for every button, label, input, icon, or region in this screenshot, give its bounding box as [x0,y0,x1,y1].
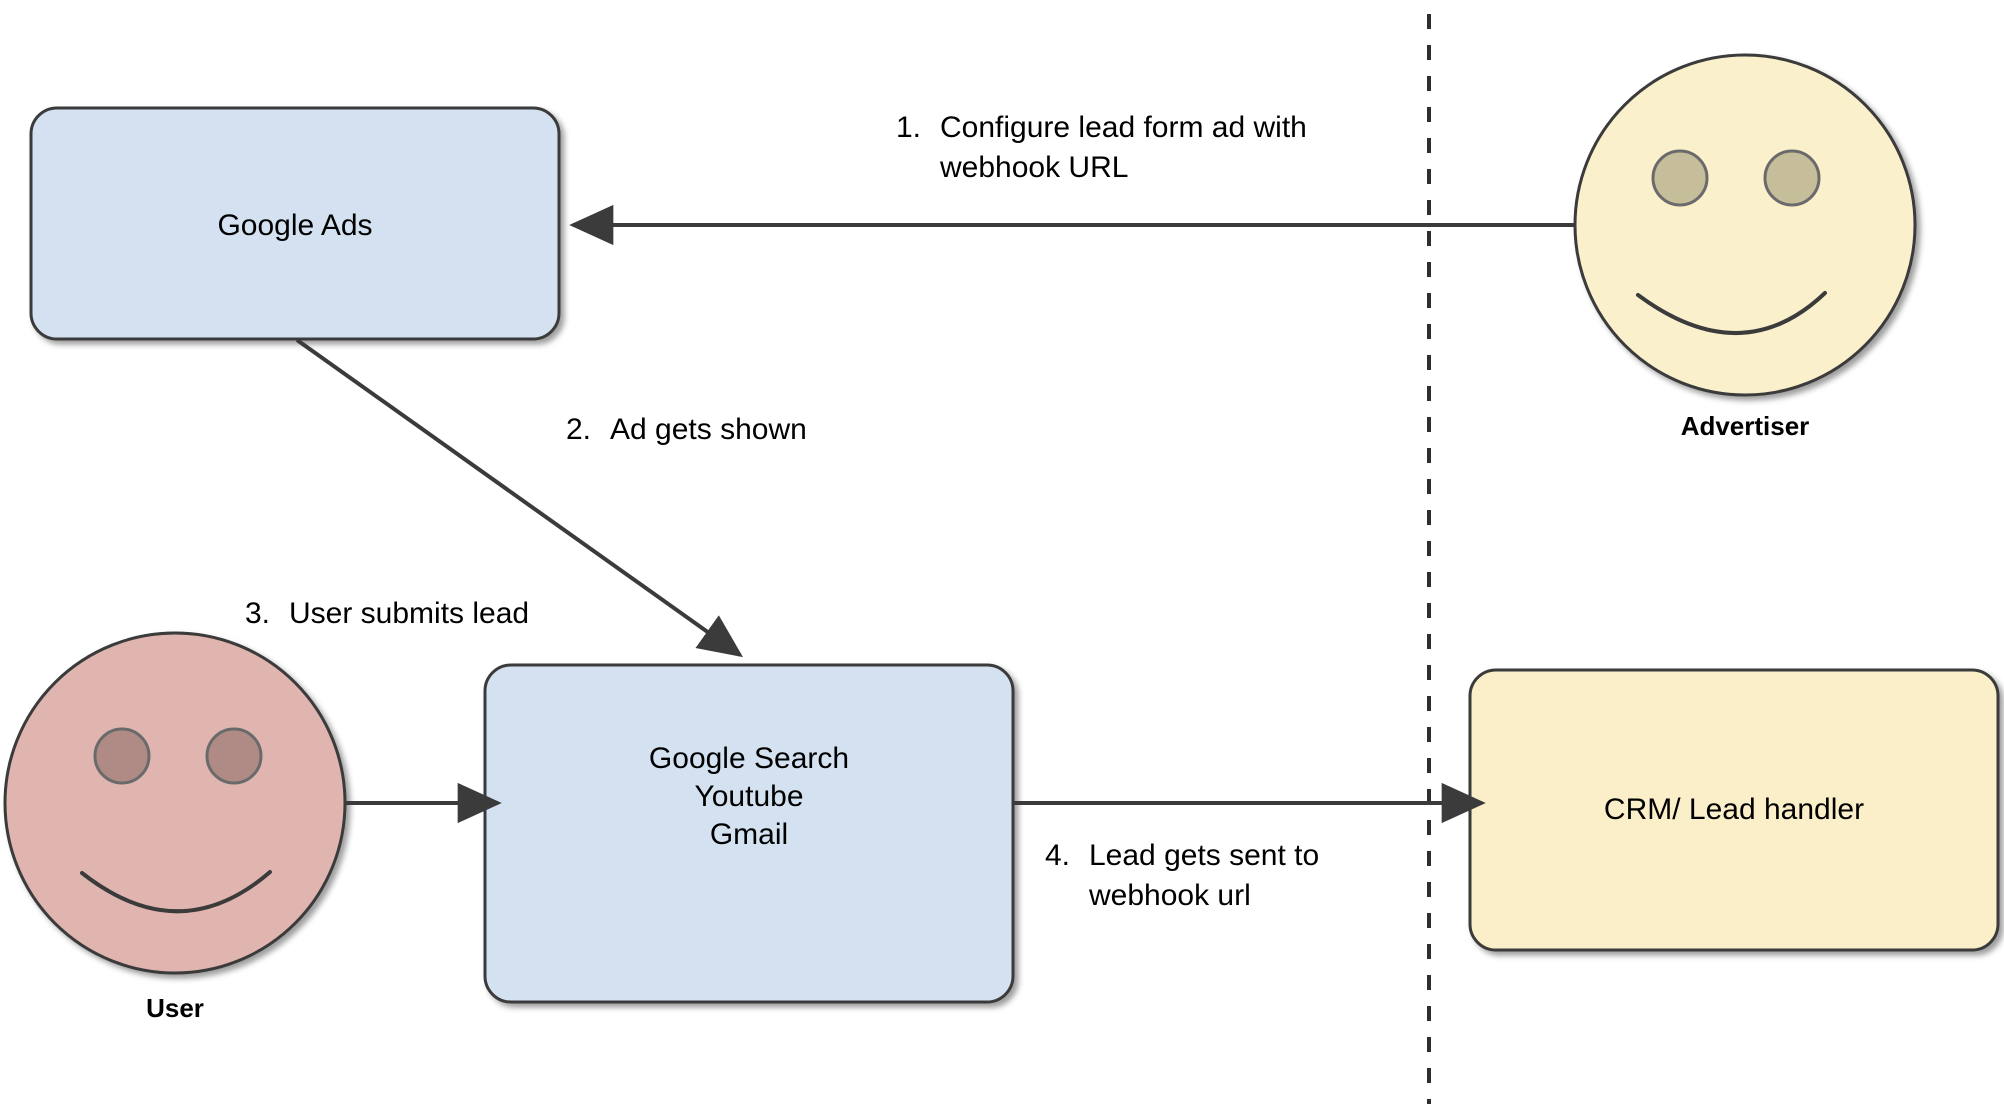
edge-3-number: 3. [245,597,271,630]
advertiser-face-icon [1573,53,1917,397]
edge-1-number: 1. [896,111,922,144]
user-face-icon [3,631,347,975]
edge-2-number: 2. [566,413,592,446]
edge-1-text-line-2: webhook URL [940,150,1129,184]
user-smile-icon [80,870,272,914]
edge-1-text-line-1: Configure lead form ad with [940,111,1307,144]
user-left-eye-icon [93,727,151,785]
node-crm[interactable] [1468,668,2000,952]
advertiser-smile-icon [1636,291,1827,335]
edge-4-text-line-1: Lead gets sent to [1089,839,1320,872]
edge-4-text-line-2: webhook url [1089,878,1251,912]
actor-advertiser[interactable] [1573,53,1917,397]
edge-2-label: 2. Ad gets shown [566,410,807,450]
advertiser-right-eye-icon [1763,149,1821,207]
node-google-properties[interactable] [483,663,1015,1004]
actor-user[interactable] [3,631,347,975]
edge-1-label: 1. Configure lead form ad with webhook UR… [896,108,1307,188]
edge-4-number: 4. [1045,839,1071,872]
edge-4-label: 4. Lead gets sent to webhook url [1045,836,1319,916]
edge-2-arrow [295,338,743,658]
edge-3-text-line-1: User submits lead [289,597,530,630]
edge-2-text-line-1: Ad gets shown [610,413,807,446]
node-google-ads[interactable] [29,106,561,341]
edge-3-label: 3. User submits lead [245,594,529,634]
user-right-eye-icon [205,727,263,785]
advertiser-left-eye-icon [1651,149,1709,207]
